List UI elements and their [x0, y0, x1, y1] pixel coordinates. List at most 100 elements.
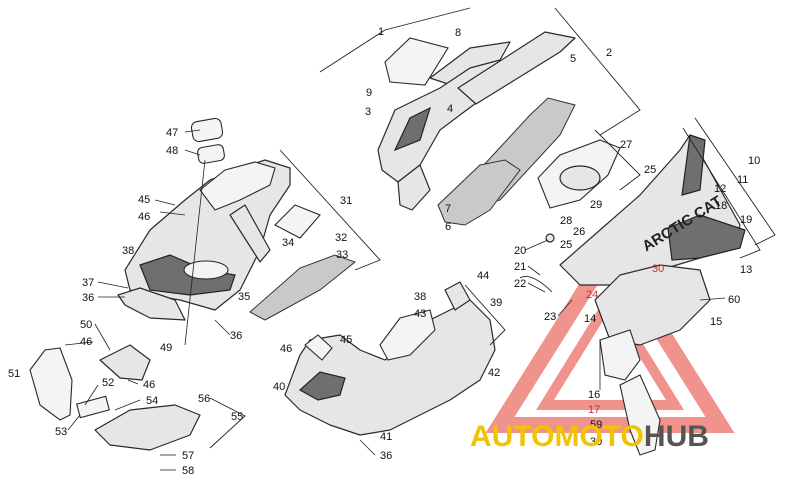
part-cable	[519, 276, 553, 293]
leader-23	[557, 299, 573, 317]
callout-44: 44	[477, 270, 489, 282]
watermark-inner-triangle-icon	[536, 290, 684, 410]
callout-41: 41	[380, 431, 392, 443]
part-hood-vent	[393, 106, 431, 152]
callout-19: 19	[740, 214, 752, 226]
callout-34: 34	[282, 237, 294, 249]
callout-48: 48	[166, 145, 178, 157]
leader-20	[524, 239, 549, 251]
callout-38b: 38	[414, 291, 426, 303]
callout-60: 60	[728, 294, 740, 306]
callout-9: 9	[366, 87, 372, 99]
callout-37: 37	[82, 277, 94, 289]
callout-56: 56	[198, 393, 210, 405]
callout-36b: 36	[230, 330, 242, 342]
bracket-assembly-10	[694, 117, 776, 246]
part-console-skirt	[117, 287, 186, 321]
bracket-assembly-2	[554, 7, 641, 136]
callout-57: 57	[182, 450, 194, 462]
part-vent-cover	[599, 329, 641, 381]
callout-6: 6	[445, 221, 451, 233]
leader-52	[84, 384, 99, 406]
callout-54: 54	[146, 395, 158, 407]
callout-46c: 46	[143, 379, 155, 391]
part-windshield-panel	[384, 37, 449, 86]
callout-52: 52	[102, 377, 114, 389]
callout-4: 4	[447, 103, 453, 115]
leader-46a	[159, 211, 186, 216]
callout-18: 18	[715, 200, 727, 212]
part-lower-side-trim	[619, 374, 661, 456]
part-belly-cutout	[298, 371, 346, 401]
bracket-assembly-55	[209, 397, 246, 449]
callout-5: 5	[570, 53, 576, 65]
part-belly-bracket	[304, 334, 333, 361]
callout-22: 22	[514, 278, 526, 290]
callout-36a: 36	[82, 292, 94, 304]
callout-29: 29	[590, 199, 602, 211]
leader-60	[699, 297, 726, 301]
part-console-top	[199, 161, 276, 211]
part-mirror-shell	[99, 344, 151, 381]
callout-53: 53	[55, 426, 67, 438]
callout-23: 23	[544, 311, 556, 323]
part-mount-plate	[76, 395, 110, 419]
bracket-assembly-27	[594, 129, 641, 191]
callout-45a: 45	[138, 194, 150, 206]
part-gauge-seal	[197, 144, 225, 164]
leader-53	[67, 414, 81, 431]
callout-39: 39	[490, 297, 502, 309]
part-side-bracket	[397, 164, 431, 211]
callout-30a: 30	[652, 263, 664, 275]
part-headlight-lens	[559, 165, 601, 191]
leader-21	[527, 265, 541, 276]
part-rivet	[545, 233, 555, 243]
callout-33: 33	[336, 249, 348, 261]
watermark-moto: MOTO	[554, 420, 643, 453]
callout-27: 27	[620, 139, 632, 151]
callout-58: 58	[182, 465, 194, 477]
leader-37	[97, 281, 129, 289]
callout-40: 40	[273, 381, 285, 393]
callout-59: 59	[590, 419, 602, 431]
callout-24: 24	[586, 289, 598, 301]
callout-28: 28	[560, 215, 572, 227]
callout-13: 13	[740, 264, 752, 276]
leader-47	[184, 129, 201, 133]
part-belly-pan	[284, 299, 496, 436]
part-belly-clip	[444, 281, 471, 311]
callout-12: 12	[714, 183, 726, 195]
callout-20: 20	[514, 245, 526, 257]
callout-55: 55	[231, 411, 243, 423]
watermark-logo	[485, 234, 735, 433]
assembly-brackets	[209, 7, 776, 449]
side-panel-group: ARCTIC CAT	[519, 134, 746, 456]
part-console-brace	[229, 204, 271, 263]
part-foam-pad-lower	[437, 159, 521, 226]
callout-1: 1	[378, 26, 384, 38]
callout-32: 32	[335, 232, 347, 244]
leader-48	[184, 149, 201, 156]
callout-7: 7	[445, 203, 451, 215]
callout-31: 31	[340, 195, 352, 207]
part-console-pad	[274, 204, 321, 239]
callout-36c: 36	[380, 450, 392, 462]
watermark-auto: AUTO	[470, 420, 554, 453]
callout-47: 47	[166, 127, 178, 139]
windshield-group	[377, 31, 576, 226]
watermark-hub: HUB	[644, 420, 709, 453]
callout-35: 35	[238, 291, 250, 303]
callout-14: 14	[584, 313, 596, 325]
leader-36b	[214, 319, 231, 336]
part-deflector	[29, 347, 73, 421]
watermark-text: AUTOMOTOHUB	[470, 420, 709, 453]
part-gauge-ring	[190, 117, 224, 143]
callout-2: 2	[606, 47, 612, 59]
callout-30b: 30	[590, 436, 602, 448]
leader-50	[94, 323, 111, 351]
leader-45	[154, 199, 176, 206]
part-side-panel-graphic	[667, 214, 746, 261]
callout-51: 51	[8, 368, 20, 380]
